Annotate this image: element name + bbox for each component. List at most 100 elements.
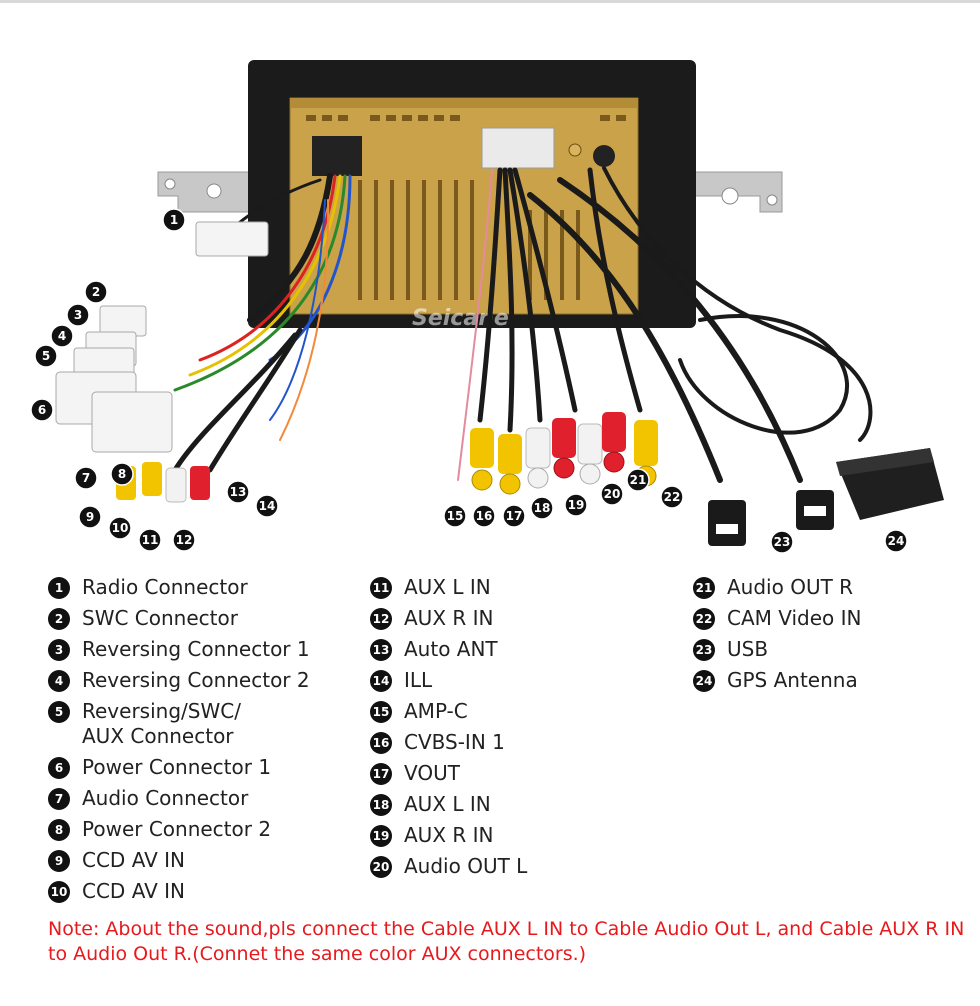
- callout-number: 15: [447, 509, 464, 523]
- unit-chassis: [289, 97, 639, 315]
- callout-8: 8: [110, 462, 134, 486]
- legend-number-badge: 17: [370, 763, 392, 785]
- callout-number: 4: [58, 329, 66, 343]
- legend-label: AUX L IN: [404, 575, 491, 599]
- legend-label: SWC Connector: [82, 606, 238, 630]
- legend-label: Audio Connector: [82, 786, 249, 810]
- callout-number: 17: [506, 509, 523, 523]
- legend-label: ILL: [404, 668, 433, 692]
- usb-connectors: [708, 490, 834, 546]
- legend-item: 8 Power Connector 2: [48, 817, 310, 842]
- callout-number: 18: [534, 501, 551, 515]
- legend-label: CCD AV IN: [82, 848, 185, 872]
- legend-number-badge: 20: [370, 856, 392, 878]
- legend-label: CAM Video IN: [727, 606, 862, 630]
- callout-number: 24: [888, 534, 905, 548]
- legend-item: 20 Audio OUT L: [370, 854, 527, 879]
- legend-number-badge: 22: [693, 608, 715, 630]
- callout-18: 18: [530, 496, 554, 520]
- legend-number-badge: 11: [370, 577, 392, 599]
- legend-item: 10 CCD AV IN: [48, 879, 310, 904]
- callout-number: 12: [176, 533, 193, 547]
- callout-7: 7: [74, 466, 98, 490]
- callout-number: 1: [170, 213, 178, 227]
- legend-number-badge: 23: [693, 639, 715, 661]
- callout-number: 21: [630, 473, 647, 487]
- legend-number-badge: 10: [48, 881, 70, 903]
- legend-item: 11 AUX L IN: [370, 575, 527, 600]
- callout-number: 3: [74, 308, 82, 322]
- callout-22: 22: [660, 485, 684, 509]
- legend-number-badge: 15: [370, 701, 392, 723]
- legend-number-badge: 24: [693, 670, 715, 692]
- legend-number-badge: 8: [48, 819, 70, 841]
- callout-14: 14: [255, 494, 279, 518]
- legend-label: USB: [727, 637, 769, 661]
- legend-label: Reversing Connector 1: [82, 637, 310, 661]
- legend-number-badge: 19: [370, 825, 392, 847]
- legend-number-badge: 7: [48, 788, 70, 810]
- legend-item: 7 Audio Connector: [48, 786, 310, 811]
- legend-label: Power Connector 2: [82, 817, 272, 841]
- callout-15: 15: [443, 504, 467, 528]
- callout-21: 21: [626, 468, 650, 492]
- legend-label: AUX L IN: [404, 792, 491, 816]
- callout-2: 2: [84, 280, 108, 304]
- callout-1: 1: [162, 208, 186, 232]
- legend-number-badge: 9: [48, 850, 70, 872]
- legend-number-badge: 4: [48, 670, 70, 692]
- legend-item: 4 Reversing Connector 2: [48, 668, 310, 693]
- legend-number-badge: 1: [48, 577, 70, 599]
- callout-13: 13: [226, 480, 250, 504]
- callout-16: 16: [472, 504, 496, 528]
- callout-9: 9: [78, 505, 102, 529]
- legend-label: AUX R IN: [404, 606, 494, 630]
- callout-number: 5: [42, 349, 50, 363]
- callout-number: 8: [118, 467, 126, 481]
- callout-6: 6: [30, 398, 54, 422]
- callout-number: 11: [142, 533, 159, 547]
- legend-number-badge: 16: [370, 732, 392, 754]
- callout-number: 22: [664, 490, 681, 504]
- callout-number: 16: [476, 509, 493, 523]
- legend-number-badge: 2: [48, 608, 70, 630]
- legend-number-badge: 14: [370, 670, 392, 692]
- callout-number: 23: [774, 535, 791, 549]
- wiring-note: Note: About the sound,pls connect the Ca…: [48, 918, 965, 965]
- legend-item: 24 GPS Antenna: [693, 668, 862, 693]
- legend-number-badge: 18: [370, 794, 392, 816]
- legend-label: Audio OUT L: [404, 854, 528, 878]
- legend-label: GPS Antenna: [727, 668, 858, 692]
- callout-20: 20: [600, 482, 624, 506]
- legend-number-badge: 13: [370, 639, 392, 661]
- callout-12: 12: [172, 528, 196, 552]
- brand-watermark: Seicane: [412, 306, 509, 331]
- legend-label: Reversing/SWC/ AUX Connector: [82, 699, 241, 748]
- callout-number: 9: [86, 510, 94, 524]
- top-divider: [0, 0, 980, 3]
- callout-23: 23: [770, 530, 794, 554]
- legend-item: 14 ILL: [370, 668, 527, 693]
- callout-11: 11: [138, 528, 162, 552]
- legend-label: CCD AV IN: [82, 879, 185, 903]
- legend-item: 1 Radio Connector: [48, 575, 310, 600]
- legend-label: Radio Connector: [82, 575, 248, 599]
- callout-19: 19: [564, 493, 588, 517]
- legend-label: Reversing Connector 2: [82, 668, 310, 692]
- callout-17: 17: [502, 504, 526, 528]
- callout-10: 10: [108, 516, 132, 540]
- legend-label: Power Connector 1: [82, 755, 272, 779]
